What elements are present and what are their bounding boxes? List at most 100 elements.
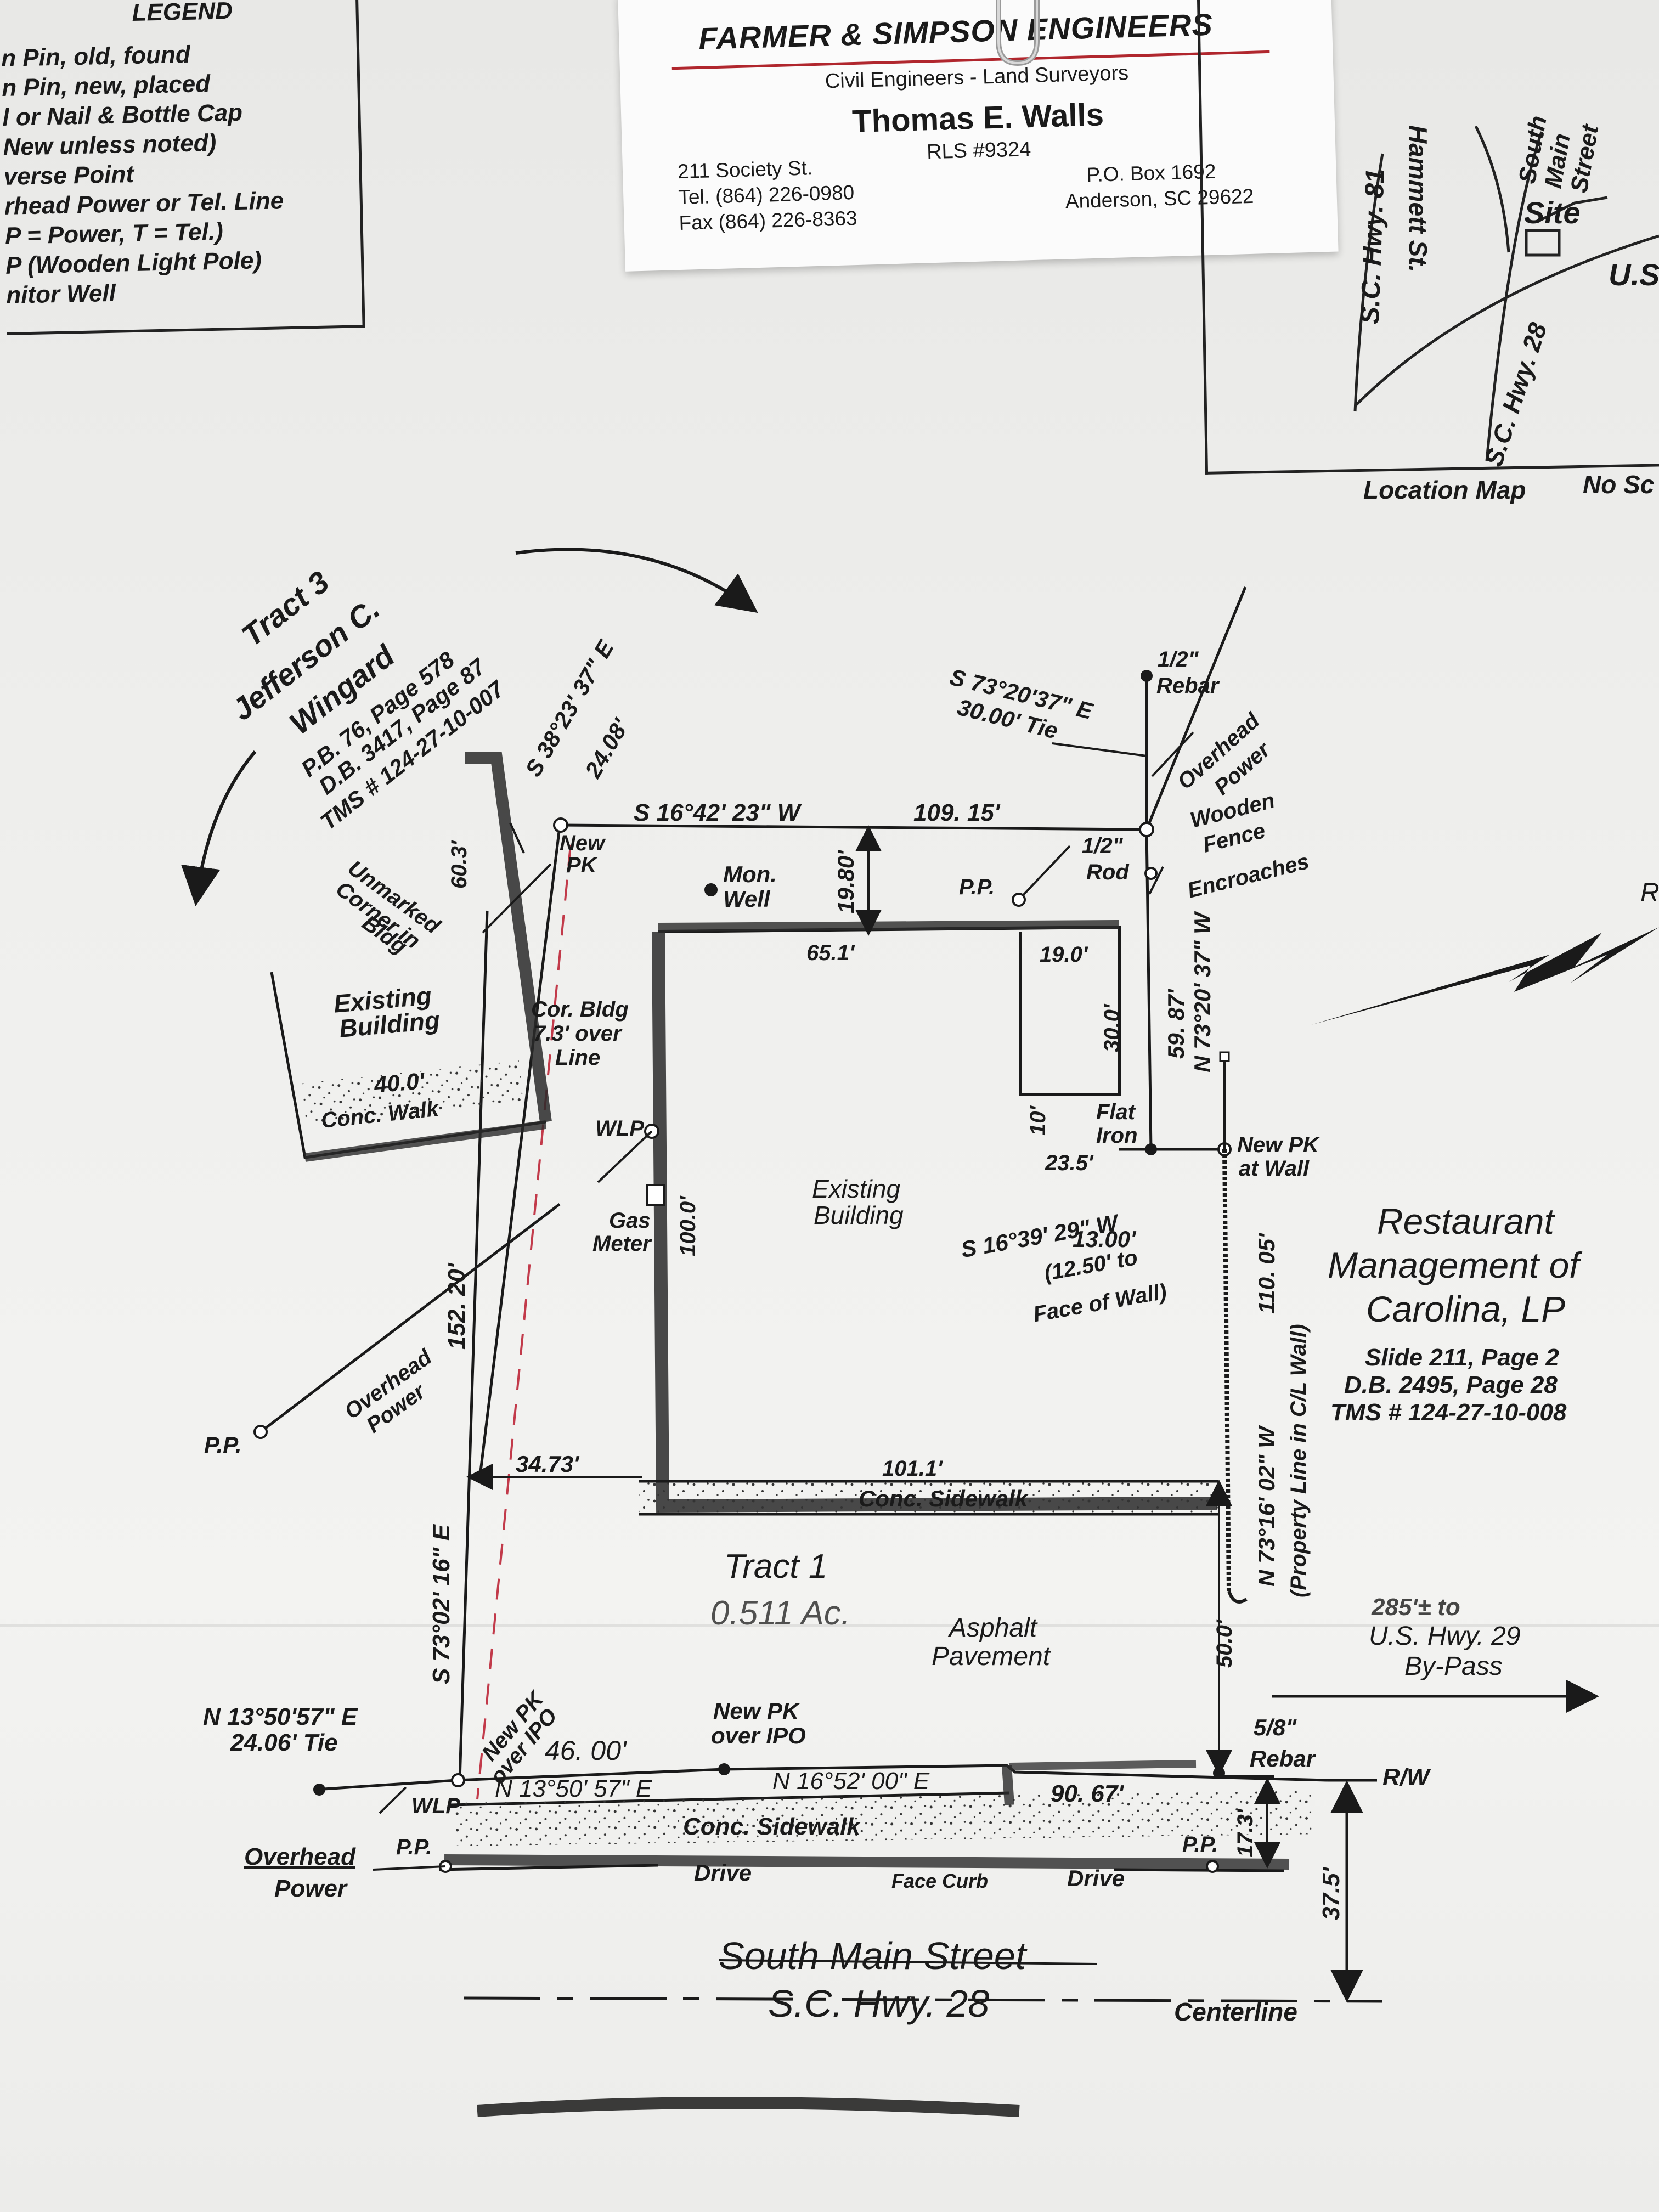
flat-iron-label-2: Iron [1096, 1124, 1138, 1148]
tract1-acreage-label: 0.511 Ac. [710, 1594, 851, 1632]
dim-100-label: 100.0' [676, 1196, 700, 1256]
restaurant-slide-label: Slide 211, Page 2 [1365, 1344, 1559, 1371]
cor-bldg-label: Cor. Bldg [531, 997, 629, 1022]
to-bypass-label-2: U.S. Hwy. 29 [1369, 1622, 1521, 1651]
neighbor-building-wall [465, 752, 552, 1123]
asphalt-label: Asphalt [949, 1613, 1037, 1643]
conc-sidewalk-label: Conc. Sidewalk [859, 1486, 1028, 1511]
bottom-right-bearing-label: N 16°52' 00" E [772, 1768, 930, 1795]
overhead-bottom-label-2: Power [274, 1875, 347, 1902]
bottom-right-dist-label: 90. 67' [1051, 1780, 1124, 1807]
map-site-label: Site [1524, 195, 1581, 230]
right-upper-bearing-label: N 73°20' 37" W [1189, 912, 1215, 1073]
bearing-north-line: S 16°42' 23" W [634, 799, 800, 826]
dim-34-73-label: 34.73' [516, 1451, 579, 1477]
new-pk-top-label: New [560, 831, 605, 855]
left-line-bearing-label: S 73°02' 16" E [428, 1524, 455, 1684]
drive-2-label: Drive [1067, 1865, 1125, 1891]
dim-65-1-label: 65.1' [806, 941, 855, 965]
main-building-north-hatched [658, 920, 1120, 932]
wlp-bottom-label: WLP [411, 1794, 460, 1818]
cor-bldg-label-2: 7.3' over [533, 1022, 622, 1046]
rebar-58-marker [1213, 1767, 1225, 1779]
right-lower-note-label: (Property Line in C/L Wall) [1286, 1324, 1311, 1598]
map-no-scale: No Sc [1583, 470, 1655, 499]
north-property-line [560, 823, 1147, 831]
restaurant-owner-label: Restaurant [1377, 1201, 1554, 1242]
rebar-58-label: 5/8" [1254, 1714, 1297, 1740]
existing-building-label: Existing [812, 1175, 901, 1203]
face-curb-label: Face Curb [891, 1870, 989, 1892]
location-map: S.C. Hwy. 81 Hammett St. South Main Stre… [1180, 0, 1659, 504]
tract3-arrow-lower [181, 751, 257, 906]
mon-well-label: Mon. [723, 861, 777, 887]
pp-bottom-label: P.P. [396, 1835, 432, 1859]
rebar-marker [1141, 670, 1153, 682]
bottom-tie-bearing-label: N 13°50'57" E [203, 1703, 358, 1730]
map-caption: Location Map [1363, 476, 1526, 504]
gas-meter-label-2: Meter [592, 1232, 651, 1256]
to-bypass-label: 285'± to [1372, 1594, 1460, 1621]
new-pk-ipo-marker [451, 1773, 465, 1787]
rebar-58-label-2: Rebar [1250, 1746, 1316, 1771]
drive-1-label: Drive [694, 1860, 752, 1886]
gas-meter-label: Gas [609, 1209, 651, 1233]
conc-sidewalk-main [639, 1481, 1218, 1514]
west-boundary-lower [458, 910, 489, 1781]
dim-50-label: 50.0' [1212, 1620, 1237, 1668]
paper-fold [0, 1624, 1659, 1627]
right-of-way-line [315, 1764, 1328, 1791]
map-us-label: U.S [1609, 257, 1659, 292]
tract3-arrow-upper [515, 548, 758, 613]
main-building-wall-hatched [652, 931, 1217, 1513]
new-pk-top-label-2: PK [566, 853, 597, 877]
red-dashed-line [476, 844, 572, 1800]
west-property-line [478, 827, 561, 1476]
street-centerline [463, 1996, 1383, 2003]
dim-19-0-label: 19.0' [1040, 943, 1088, 967]
new-pk-ipo-mid-label: New PK [713, 1698, 799, 1724]
tie-line-upper [1145, 586, 1247, 830]
east-property-line-upper [1145, 829, 1153, 1150]
curb-hatch [444, 1854, 1290, 1870]
half-rebar-label: 1/2" [1158, 647, 1199, 672]
right-lower-dist-label: 110. 05' [1254, 1233, 1279, 1314]
location-map-roads [1353, 125, 1659, 461]
rod-label: Rod [1086, 860, 1129, 884]
dim-37-5-label: 37.5' [1318, 1867, 1345, 1920]
asphalt-label-2: Pavement [932, 1642, 1051, 1671]
street-bar-bottom [477, 2097, 1020, 2117]
restaurant-owner-label-2: Management of [1328, 1245, 1579, 1285]
right-lower-bearing-label: N 73°16' 02" W [1254, 1426, 1279, 1587]
pp-top-label: P.P. [959, 875, 995, 899]
bottom-left-bearing-label: N 13°50' 57" E [495, 1775, 652, 1802]
overhead-power-left-line [259, 1203, 561, 1433]
restaurant-deed-label: D.B. 2495, Page 28 [1344, 1372, 1558, 1398]
paperclip-icon [996, 0, 1040, 66]
dim-23-5-label: 23.5' [1045, 1151, 1093, 1175]
new-pk-wall-label: New PK [1237, 1133, 1319, 1157]
restaurant-owner-label-3: Carolina, LP [1366, 1289, 1566, 1329]
overhead-bottom-label: Overhead [244, 1843, 356, 1870]
dim-17-3-label: 17.3' [1233, 1809, 1257, 1857]
street-name-label: South Main Street [719, 1934, 1026, 1977]
left-line-dist-label: 152. 20' [443, 1263, 470, 1350]
new-pk-ipo-mid-label-2: over IPO [711, 1723, 806, 1748]
wlp-label: WLP [595, 1116, 644, 1141]
centerline-label: Centerline [1174, 1997, 1297, 2026]
tract1-label: Tract 1 [724, 1548, 828, 1585]
bottom-left-dist-label: 46. 00' [545, 1735, 627, 1766]
mid-dist-label: 13.00' [1073, 1226, 1136, 1252]
conc-walk-left-hatch [304, 1120, 547, 1162]
dim-19-80-label: 19.80' [833, 850, 859, 913]
rw-label: R/W [1383, 1764, 1430, 1791]
street-hwy-label: S.C. Hwy. 28 [768, 1982, 990, 2025]
new-pk-wall-label-2: at Wall [1239, 1156, 1310, 1181]
north-arrow-icon [1311, 927, 1659, 1025]
distance-north-line: 109. 15' [913, 799, 1000, 826]
right-edge-label: R [1640, 878, 1659, 907]
flat-iron-label: Flat [1096, 1100, 1136, 1124]
east-property-line-lower [1222, 1149, 1231, 1592]
